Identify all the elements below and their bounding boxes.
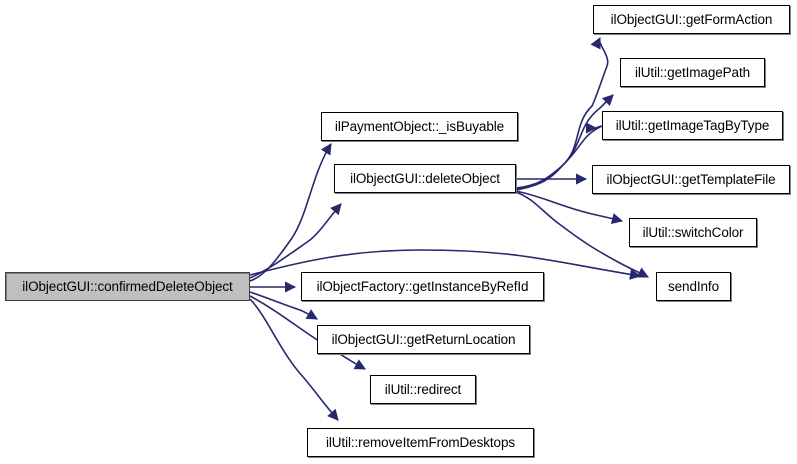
graph-edge-root-to-deleteObject [249,203,342,279]
graph-node-label: ilObjectGUI::getReturnLocation [331,331,516,347]
graph-node-label: ilUtil::getImageTagByType [615,117,770,133]
graph-edge-deleteObject-to-sendInfo [515,191,650,278]
graph-node-label: ilObjectFactory::getInstanceByRefId [316,278,529,294]
graph-edge-deleteObject-to-getImageTag [515,122,603,191]
graph-node-label: ilObjectGUI::getTemplateFile [606,171,776,187]
graph-node-label: ilObjectGUI::confirmedDeleteObject [22,278,233,294]
graph-node-label: ilObjectGUI::getFormAction [610,11,773,27]
graph-node-isBuyable[interactable]: ilPaymentObject::_isBuyable [321,112,518,141]
graph-node-getFormAction[interactable]: ilObjectGUI::getFormAction [593,5,790,34]
graph-node-getReturnLoc[interactable]: ilObjectGUI::getReturnLocation [317,325,530,354]
graph-node-switchColor[interactable]: ilUtil::switchColor [629,218,757,247]
graph-node-getTemplateFile[interactable]: ilObjectGUI::getTemplateFile [592,165,790,194]
graph-edge-root-to-getReturnLoc [249,291,318,320]
graph-node-getInstance[interactable]: ilObjectFactory::getInstanceByRefId [301,272,544,301]
graph-node-label: ilObjectGUI::deleteObject [350,170,500,186]
graph-node-getImageTag[interactable]: ilUtil::getImageTagByType [602,111,783,140]
graph-node-sendInfo[interactable]: sendInfo [656,272,731,301]
graph-node-redirect[interactable]: ilUtil::redirect [370,375,476,404]
graph-node-label: sendInfo [668,278,719,294]
graph-node-label: ilUtil::switchColor [642,224,744,240]
graph-node-removeItem[interactable]: ilUtil::removeItemFromDesktops [307,428,534,457]
graph-edge-deleteObject-to-switchColor [515,190,624,224]
graph-node-label: ilPaymentObject::_isBuyable [334,118,505,134]
graph-node-getImagePath[interactable]: ilUtil::getImagePath [620,58,765,87]
graph-node-label: ilUtil::getImagePath [634,64,751,80]
graph-node-label: ilUtil::redirect [384,381,462,397]
graph-node-label: ilUtil::removeItemFromDesktops [325,434,516,450]
graph-edge-root-to-removeItem [249,298,339,421]
graph-edge-root-to-sendInfo [249,249,642,280]
graph-edge-root-to-isBuyable [249,143,332,282]
graph-node-deleteObject[interactable]: ilObjectGUI::deleteObject [334,164,516,193]
graph-node-root[interactable]: ilObjectGUI::confirmedDeleteObject [5,272,250,301]
